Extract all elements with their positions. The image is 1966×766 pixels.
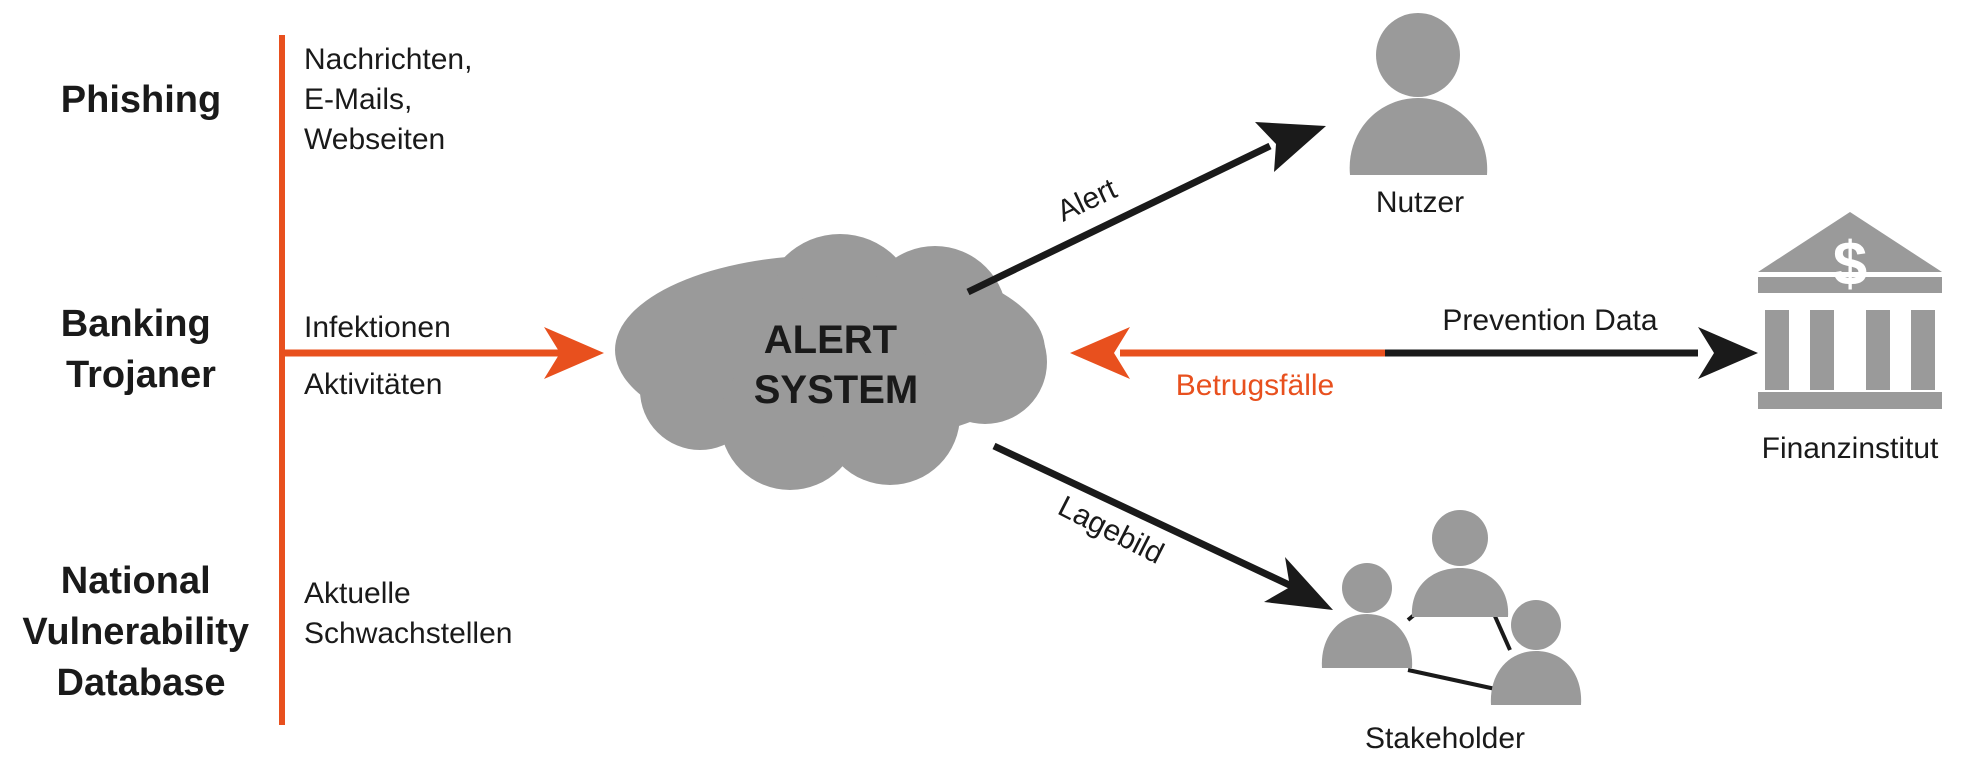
alert-system-label: ALERT SYSTEM xyxy=(754,318,918,412)
source-desc-banking-trojaner: Infektionen Aktivitäten xyxy=(304,311,459,401)
stakeholder-group-icon xyxy=(1321,510,1582,705)
nutzer-label: Nutzer xyxy=(1376,186,1464,219)
stakeholder-label: Stakeholder xyxy=(1365,722,1525,755)
input-arrow xyxy=(282,327,604,379)
alert-system-cloud xyxy=(615,234,1047,490)
finanzinstitut-label: Finanzinstitut xyxy=(1762,432,1939,465)
source-desc-nvd: Aktuelle Schwachstellen xyxy=(304,577,512,650)
source-title-nvd: National Vulnerability Database xyxy=(22,560,259,704)
user-icon xyxy=(1349,13,1488,175)
source-desc-phishing: Nachrichten, E-Mails, Webseiten xyxy=(304,43,481,156)
sources-column: Phishing Banking Trojaner National Vulne… xyxy=(22,35,604,725)
prevention-data-label: Prevention Data xyxy=(1442,304,1657,337)
source-title-phishing: Phishing xyxy=(61,79,221,121)
source-title-banking-trojaner: Banking Trojaner xyxy=(61,303,221,396)
dollar-icon: $ xyxy=(1833,230,1867,299)
prevention-betrug-arrow xyxy=(1070,327,1758,379)
alert-arrow xyxy=(966,122,1326,296)
betrugsfaelle-label: Betrugsfälle xyxy=(1176,369,1334,402)
lagebild-arrow xyxy=(992,442,1333,610)
bank-icon xyxy=(1758,212,1942,409)
